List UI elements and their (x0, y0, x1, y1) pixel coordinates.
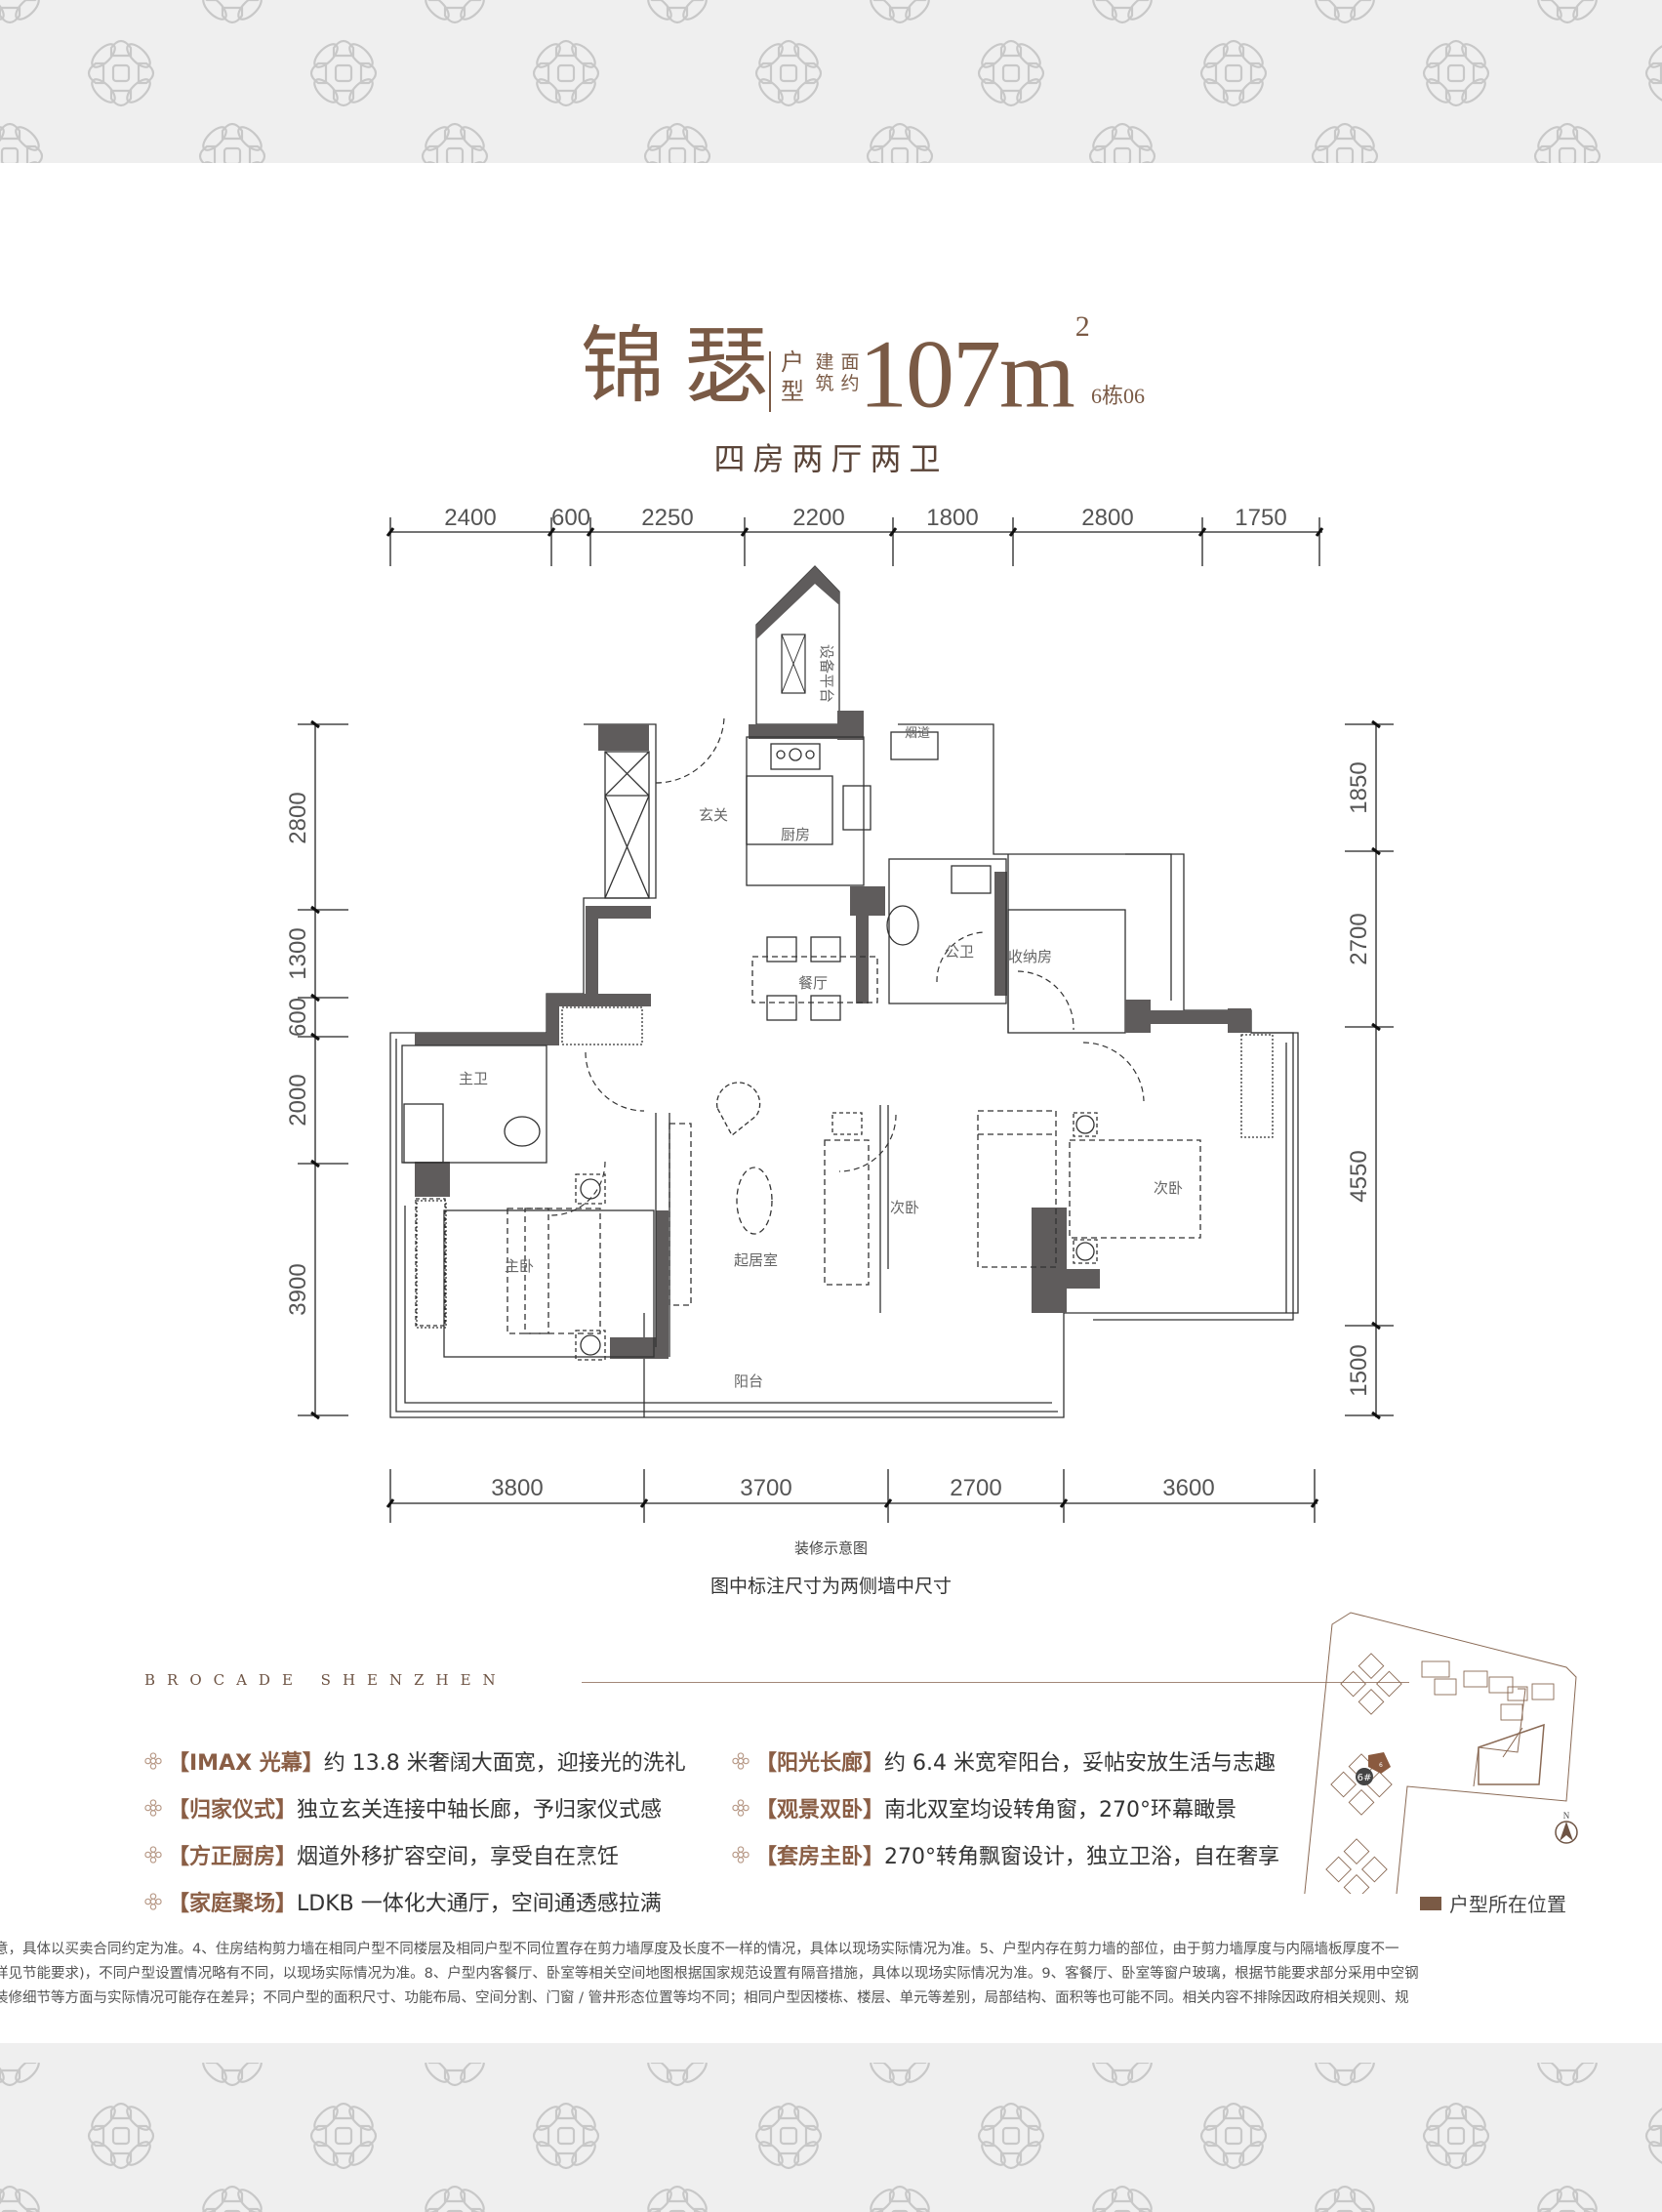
disclaimer: 意，具体以买卖合同约定为准。4、住房结构剪力墙在相同户型不同楼层及相同户型不同位… (0, 1942, 1419, 2006)
ornament-icon (144, 1799, 162, 1817)
svg-text:600: 600 (551, 505, 590, 531)
layout-subtitle: 四房两厅两卫 (713, 440, 949, 477)
top-pattern-band (0, 0, 1662, 163)
site-boundary (1304, 1612, 1577, 1894)
dimension-labels-left: 2800 1300 600 2000 3900 (285, 792, 311, 1315)
svg-text:设备平台: 设备平台 (818, 644, 835, 703)
svg-text:4550: 4550 (1346, 1150, 1372, 1202)
outer-walls (389, 723, 1299, 1418)
svg-text:1500: 1500 (1346, 1344, 1372, 1396)
svg-text:2200: 2200 (792, 505, 844, 531)
feature-item: 【阳光长廊】约 6.4 米宽窄阳台，妥帖安放生活与志趣 (732, 1738, 1279, 1784)
feature-item: 【方正厨房】烟道外移扩容空间，享受自在烹饪 (144, 1831, 686, 1878)
brand-text: BROCADE SHENZHEN (144, 1671, 507, 1689)
floor-plan: 2400 600 2250 2200 1800 2800 1750 3800 3… (285, 505, 1394, 1523)
room-kitchen: 厨房 (781, 826, 810, 843)
feature-item: 【观景双卧】南北双室均设转角窗，270°环幕瞰景 (732, 1784, 1279, 1831)
equipment-platform: 设备平台 (755, 565, 840, 725)
room-second-bedroom-b: 次卧 (1154, 1179, 1183, 1197)
room-balcony: 阳台 (734, 1372, 763, 1390)
svg-text:2250: 2250 (641, 505, 693, 531)
unit-location-marker (1368, 1752, 1391, 1774)
ornament-icon (144, 1893, 162, 1910)
buildings (1325, 1653, 1555, 1894)
brand-row: BROCADE SHENZHEN (144, 1671, 1409, 1689)
svg-text:6#: 6# (1358, 1773, 1372, 1783)
decoration-note: 装修示意图 (793, 1539, 868, 1557)
feature-item: 【IMAX 光幕】约 13.8 米奢阔大面宽，迎接光的洗礼 (144, 1738, 686, 1784)
svg-text:2000: 2000 (285, 1074, 311, 1126)
partitions (401, 731, 1274, 1361)
ornament-icon (144, 1752, 162, 1770)
svg-text:2800: 2800 (285, 792, 311, 843)
area-label: 建 面 筑 约 (815, 351, 860, 394)
floral-pattern (0, 2063, 1662, 2212)
building-unit: 6栋06 (1091, 384, 1146, 408)
feature-item: 【套房主卧】270°转角飘窗设计，独立卫浴，自在奢享 (732, 1831, 1279, 1878)
svg-text:1750: 1750 (1235, 505, 1286, 531)
door-swings (550, 717, 1145, 1216)
room-master-bedroom: 主卧 (505, 1257, 534, 1275)
title-divider (769, 351, 771, 412)
svg-text:3800: 3800 (491, 1475, 543, 1501)
title-block: 锦瑟 户型 建 面 筑 约 107m2 6栋06 (0, 303, 1662, 430)
ornament-icon (732, 1752, 750, 1770)
room-master-bath: 主卫 (459, 1070, 488, 1087)
svg-text:1850: 1850 (1346, 761, 1372, 813)
north-arrow-icon (1555, 1821, 1578, 1844)
room-dining: 餐厅 (798, 974, 828, 992)
dimension-note: 图中标注尺寸为两侧墙中尺寸 (709, 1576, 952, 1597)
building-badge (1356, 1768, 1373, 1785)
svg-text:2800: 2800 (1081, 505, 1133, 531)
ornament-icon (144, 1846, 162, 1864)
room-flue: 烟道 (905, 726, 930, 741)
ornament-icon (732, 1846, 750, 1864)
feature-item: 【归家仪式】独立玄关连接中轴长廊，予归家仪式感 (144, 1784, 686, 1831)
area-value: 107m2 (859, 310, 1090, 429)
brand-divider (582, 1682, 1409, 1683)
dimension-labels-bottom: 3800 3700 2700 3600 (491, 1475, 1214, 1501)
svg-text:600: 600 (285, 998, 311, 1037)
shear-walls (415, 711, 1251, 1359)
site-legend: 户型所在位置 (1420, 1889, 1566, 1917)
unit-name: 锦瑟 (581, 317, 788, 415)
ornament-icon (732, 1799, 750, 1817)
unit-type-label: 户型 (781, 348, 804, 405)
svg-text:3700: 3700 (740, 1475, 791, 1501)
room-storage: 收纳房 (1008, 948, 1052, 965)
room-living: 起居室 (734, 1251, 778, 1269)
room-entrance: 玄关 (699, 806, 728, 824)
svg-text:6: 6 (1379, 1762, 1383, 1769)
svg-text:3600: 3600 (1162, 1475, 1214, 1501)
site-plan: 6 6# N (1304, 1612, 1578, 1894)
floral-pattern (0, 0, 1662, 163)
svg-text:2700: 2700 (950, 1475, 1001, 1501)
room-labels: 玄关 厨房 烟道 餐厅 公卫 收纳房 主卫 起居室 主卧 次卧 次卧 阳台 (459, 726, 1183, 1390)
svg-text:2400: 2400 (444, 505, 496, 531)
dimension-labels-top: 2400 600 2250 2200 1800 2800 1750 (444, 505, 1286, 531)
svg-text:1800: 1800 (926, 505, 978, 531)
legend-swatch (1420, 1896, 1441, 1910)
features-right: 【阳光长廊】约 6.4 米宽窄阳台，妥帖安放生活与志趣 【观景双卧】南北双室均设… (732, 1738, 1279, 1878)
svg-text:3900: 3900 (285, 1263, 311, 1315)
bottom-pattern-band (0, 2043, 1662, 2212)
room-second-bedroom-a: 次卧 (890, 1199, 919, 1216)
svg-text:1300: 1300 (285, 927, 311, 979)
dimension-lines (298, 517, 1394, 1523)
features-left: 【IMAX 光幕】约 13.8 米奢阔大面宽，迎接光的洗礼 【归家仪式】独立玄关… (144, 1738, 686, 1925)
svg-text:2700: 2700 (1346, 913, 1372, 964)
feature-item: 【家庭聚场】LDKB 一体化大通厅，空间通透感拉满 (144, 1878, 686, 1925)
dimension-labels-right: 1850 2700 4550 1500 (1346, 761, 1372, 1396)
svg-text:N: N (1563, 1811, 1570, 1821)
room-public-bath: 公卫 (945, 943, 974, 961)
dimension-ticks (310, 527, 1381, 1508)
